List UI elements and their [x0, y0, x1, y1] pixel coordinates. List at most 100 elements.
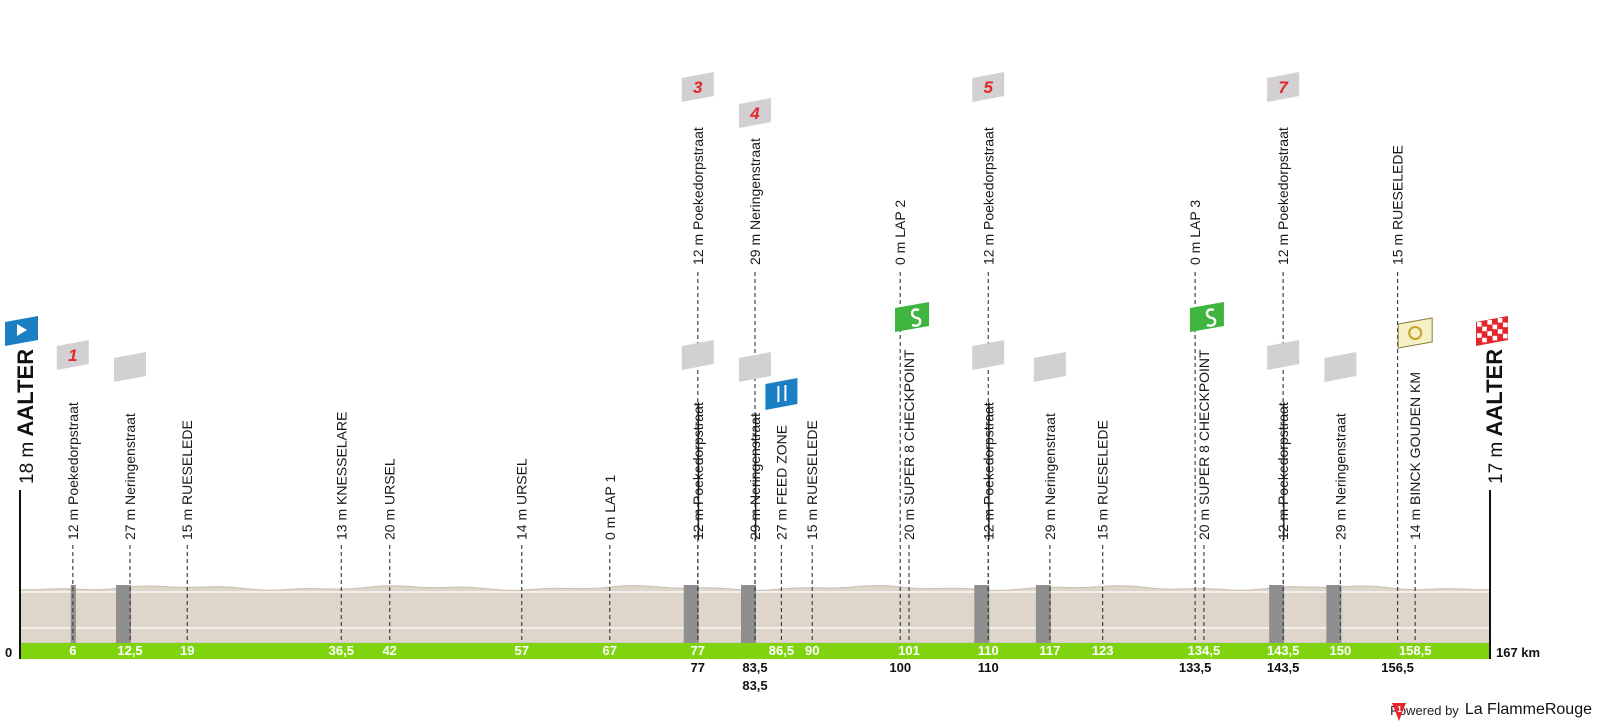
- climb-flag-1: [114, 352, 147, 382]
- point-label-21: 12 m Poekedorpstraat: [1275, 402, 1291, 540]
- km-below-22: 143,5: [1267, 660, 1300, 675]
- point-label-2: 15 m RUESELEDE: [179, 420, 195, 540]
- km-label-11: 86,5: [769, 643, 794, 658]
- x-end-label: 167 km: [1496, 645, 1540, 660]
- km-below-9: 83,5: [742, 660, 767, 675]
- checker-0-2: [1487, 320, 1492, 325]
- km-below-13: 100: [889, 660, 911, 675]
- km-below-10: 83,5: [742, 678, 767, 693]
- climb-flag-17: [1033, 352, 1066, 382]
- km-label-18: 123: [1092, 643, 1114, 658]
- brand-name-part-2: Rouge: [1544, 701, 1592, 718]
- km-label-3: 36,5: [329, 643, 354, 658]
- km-below-24: 156,5: [1381, 660, 1414, 675]
- point-label-16: 12 m Poekedorpstraat: [980, 127, 996, 265]
- point-label-23: 29 m Neringenstraat: [1332, 413, 1348, 540]
- point-label-20: 20 m SUPER 8 CHECKPOINT: [1196, 349, 1212, 540]
- climb-flag-0: [56, 340, 89, 370]
- climb-section-0: [70, 585, 76, 643]
- point-label-14: 20 m SUPER 8 CHECKPOINT: [901, 349, 917, 540]
- climb-section-7: [683, 585, 699, 643]
- flame-logo-icon: 1: [1392, 703, 1407, 721]
- km-below-8: 77: [691, 660, 705, 675]
- checker-3-3: [1492, 335, 1498, 341]
- climb-flag-10: [739, 98, 771, 128]
- svg-text:1: 1: [1397, 705, 1402, 714]
- brand-name: La FlammeRouge: [1465, 701, 1592, 719]
- km-label-14: 101: [898, 643, 920, 658]
- point-label-18: 15 m RUESELEDE: [1095, 420, 1111, 540]
- km-label-23: 150: [1330, 643, 1352, 658]
- point-label-0: 12 m Poekedorpstraat: [65, 402, 81, 540]
- point-label-3: 13 m KNESSELARE: [333, 412, 349, 540]
- point-label-12: 15 m RUESELEDE: [804, 420, 820, 540]
- point-label-5: 14 m URSEL: [514, 458, 530, 540]
- point-label-8: 12 m Poekedorpstraat: [690, 127, 706, 265]
- climb-section-9: [741, 585, 756, 643]
- km-label-12: 90: [805, 643, 819, 658]
- start-city: AALTER: [13, 349, 38, 437]
- point-label-13: 0 m LAP 2: [892, 200, 908, 265]
- checker-1-1: [1482, 326, 1487, 332]
- checker-0-0: [1477, 322, 1482, 327]
- climb-flag-7: [681, 340, 714, 370]
- gold-km-flag: [1397, 317, 1433, 349]
- climb-section-21: [1269, 585, 1285, 643]
- km-label-1: 12,5: [117, 643, 142, 658]
- checker-3-1: [1482, 337, 1487, 343]
- km-below-16: 110: [978, 660, 999, 675]
- sprint-flag-14: [895, 302, 930, 332]
- finish-name: 17 m AALTER: [1482, 349, 1507, 484]
- climb-flag-number-10: 4: [749, 104, 760, 123]
- checker-2-2: [1487, 331, 1492, 336]
- point-label-11: 27 m FEED ZONE: [773, 425, 789, 540]
- climb-section-23: [1326, 585, 1342, 643]
- km-label-25: 158,5: [1399, 643, 1432, 658]
- finish-city: AALTER: [1482, 349, 1507, 437]
- km-label-4: 42: [382, 643, 396, 658]
- point-label-9: 29 m Neringenstraat: [747, 413, 763, 540]
- km-label-20: 134,5: [1188, 643, 1221, 658]
- km-label-0: 6: [69, 643, 76, 658]
- checker-1-3: [1492, 324, 1498, 330]
- checker-2-4: [1497, 329, 1503, 334]
- climb-flag-number-16: 5: [984, 78, 994, 97]
- point-label-4: 20 m URSEL: [382, 458, 398, 540]
- climb-flag-8: [681, 72, 714, 102]
- climb-flag-21: [1267, 340, 1300, 370]
- powered-by-text: Powered by: [1390, 702, 1459, 718]
- climb-flag-9: [739, 352, 771, 382]
- point-label-10: 29 m Neringenstraat: [747, 138, 763, 265]
- km-below-19: 133,5: [1179, 660, 1212, 675]
- gold-km-icon: [1408, 326, 1423, 340]
- climb-flag-number-8: 3: [693, 78, 703, 97]
- point-label-15: 12 m Poekedorpstraat: [980, 402, 996, 540]
- climb-flag-number-22: 7: [1278, 78, 1289, 97]
- point-label-24: 15 m RUESELEDE: [1390, 145, 1406, 265]
- checker-0-4: [1497, 318, 1503, 323]
- point-label-25: 14 m BINCK GOUDEN KM: [1407, 372, 1423, 540]
- point-label-22: 12 m Poekedorpstraat: [1275, 127, 1291, 265]
- point-label-19: 0 m LAP 3: [1187, 200, 1203, 265]
- point-label-1: 27 m Neringenstraat: [122, 413, 138, 540]
- start-name: 18 m AALTER: [13, 349, 38, 484]
- point-label-7: 12 m Poekedorpstraat: [690, 402, 706, 540]
- checker-1-5: [1503, 322, 1508, 328]
- climb-flag-22: [1267, 72, 1300, 102]
- checker-3-5: [1503, 333, 1508, 339]
- feed-zone-flag: [765, 378, 798, 410]
- km-label-15: 110: [978, 643, 999, 658]
- finish-flag: [1476, 316, 1508, 346]
- sprint-flag-20: [1189, 302, 1224, 332]
- climb-section-17: [1035, 585, 1051, 643]
- x-start-label: 0: [5, 645, 12, 660]
- km-label-6: 67: [603, 643, 617, 658]
- checker-2-0: [1477, 333, 1482, 338]
- climb-section-15: [974, 585, 990, 643]
- play-icon: [17, 324, 27, 336]
- sprint-icon-20: [1205, 308, 1217, 327]
- finish-altitude: 17 m: [1486, 436, 1507, 484]
- point-label-6: 0 m LAP 1: [602, 475, 618, 540]
